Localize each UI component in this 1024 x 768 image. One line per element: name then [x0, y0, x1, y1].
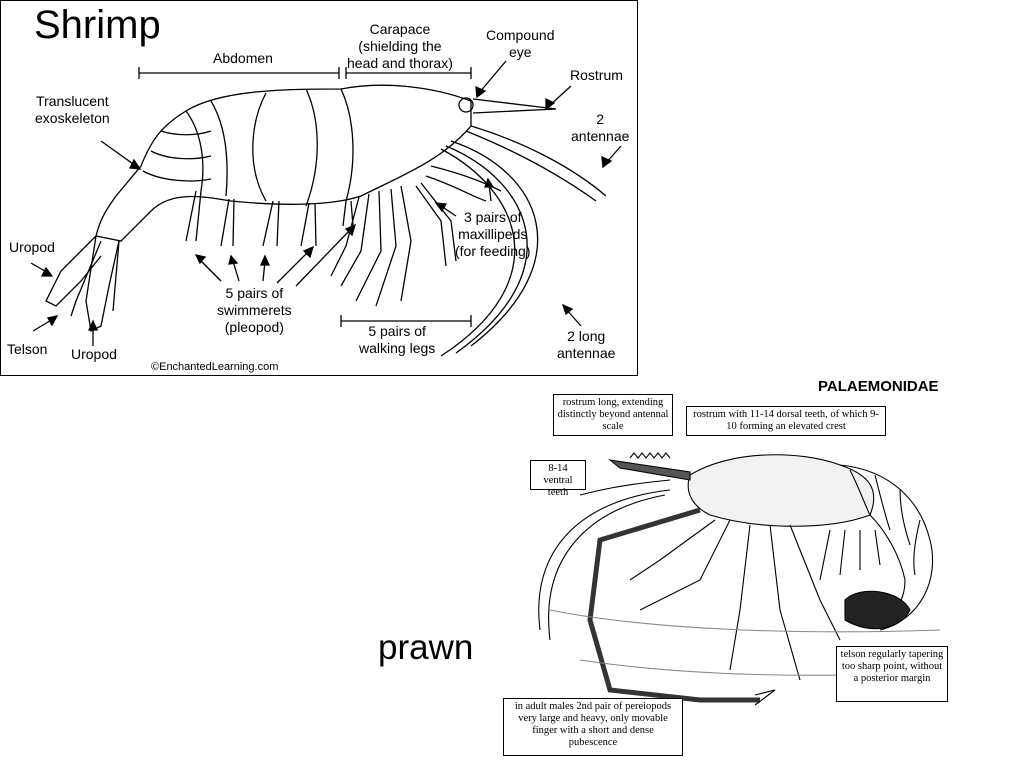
prawn-label: prawn — [378, 628, 474, 667]
label-rostrum: Rostrum — [570, 67, 623, 83]
note-rostrum-long: rostrum long, extending distinctly beyon… — [553, 394, 673, 436]
label-maxillipeds: 3 pairs of maxillipeds (for feeding) — [455, 209, 531, 259]
label-walking-legs: 5 pairs of walking legs — [359, 323, 436, 356]
label-abdomen: Abdomen — [213, 50, 273, 66]
prawn-illustration — [538, 452, 941, 706]
label-carapace: Carapace (shielding the head and thorax) — [347, 21, 453, 71]
shrimp-illustration — [30, 60, 622, 357]
note-rostrum-teeth: rostrum with 11-14 dorsal teeth, of whic… — [686, 406, 886, 436]
label-uropod-bottom: Uropod — [71, 346, 117, 362]
credit-text: ©EnchantedLearning.com — [151, 361, 279, 373]
label-long-antennae: 2 long antennae — [557, 328, 616, 361]
note-males: in adult males 2nd pair of pereiopods ve… — [503, 698, 683, 756]
note-ventral-teeth: 8-14 ventral teeth — [530, 460, 586, 498]
shrimp-diagram-panel: Shrimp Abdomen Carapace (shielding the h… — [0, 0, 638, 376]
note-telson: telson regularly tapering too sharp poin… — [836, 646, 948, 702]
label-translucent-exoskeleton: Translucent exoskeleton — [35, 93, 110, 126]
shrimp-title: Shrimp — [34, 3, 161, 47]
label-compound-eye: Compound eye — [486, 27, 555, 60]
label-uropod-top: Uropod — [9, 239, 55, 255]
label-telson: Telson — [7, 341, 48, 357]
family-heading: PALAEMONIDAE — [818, 378, 939, 395]
label-swimmerets: 5 pairs of swimmerets (pleopod) — [217, 285, 292, 335]
label-two-antennae: 2 antennae — [571, 111, 630, 144]
